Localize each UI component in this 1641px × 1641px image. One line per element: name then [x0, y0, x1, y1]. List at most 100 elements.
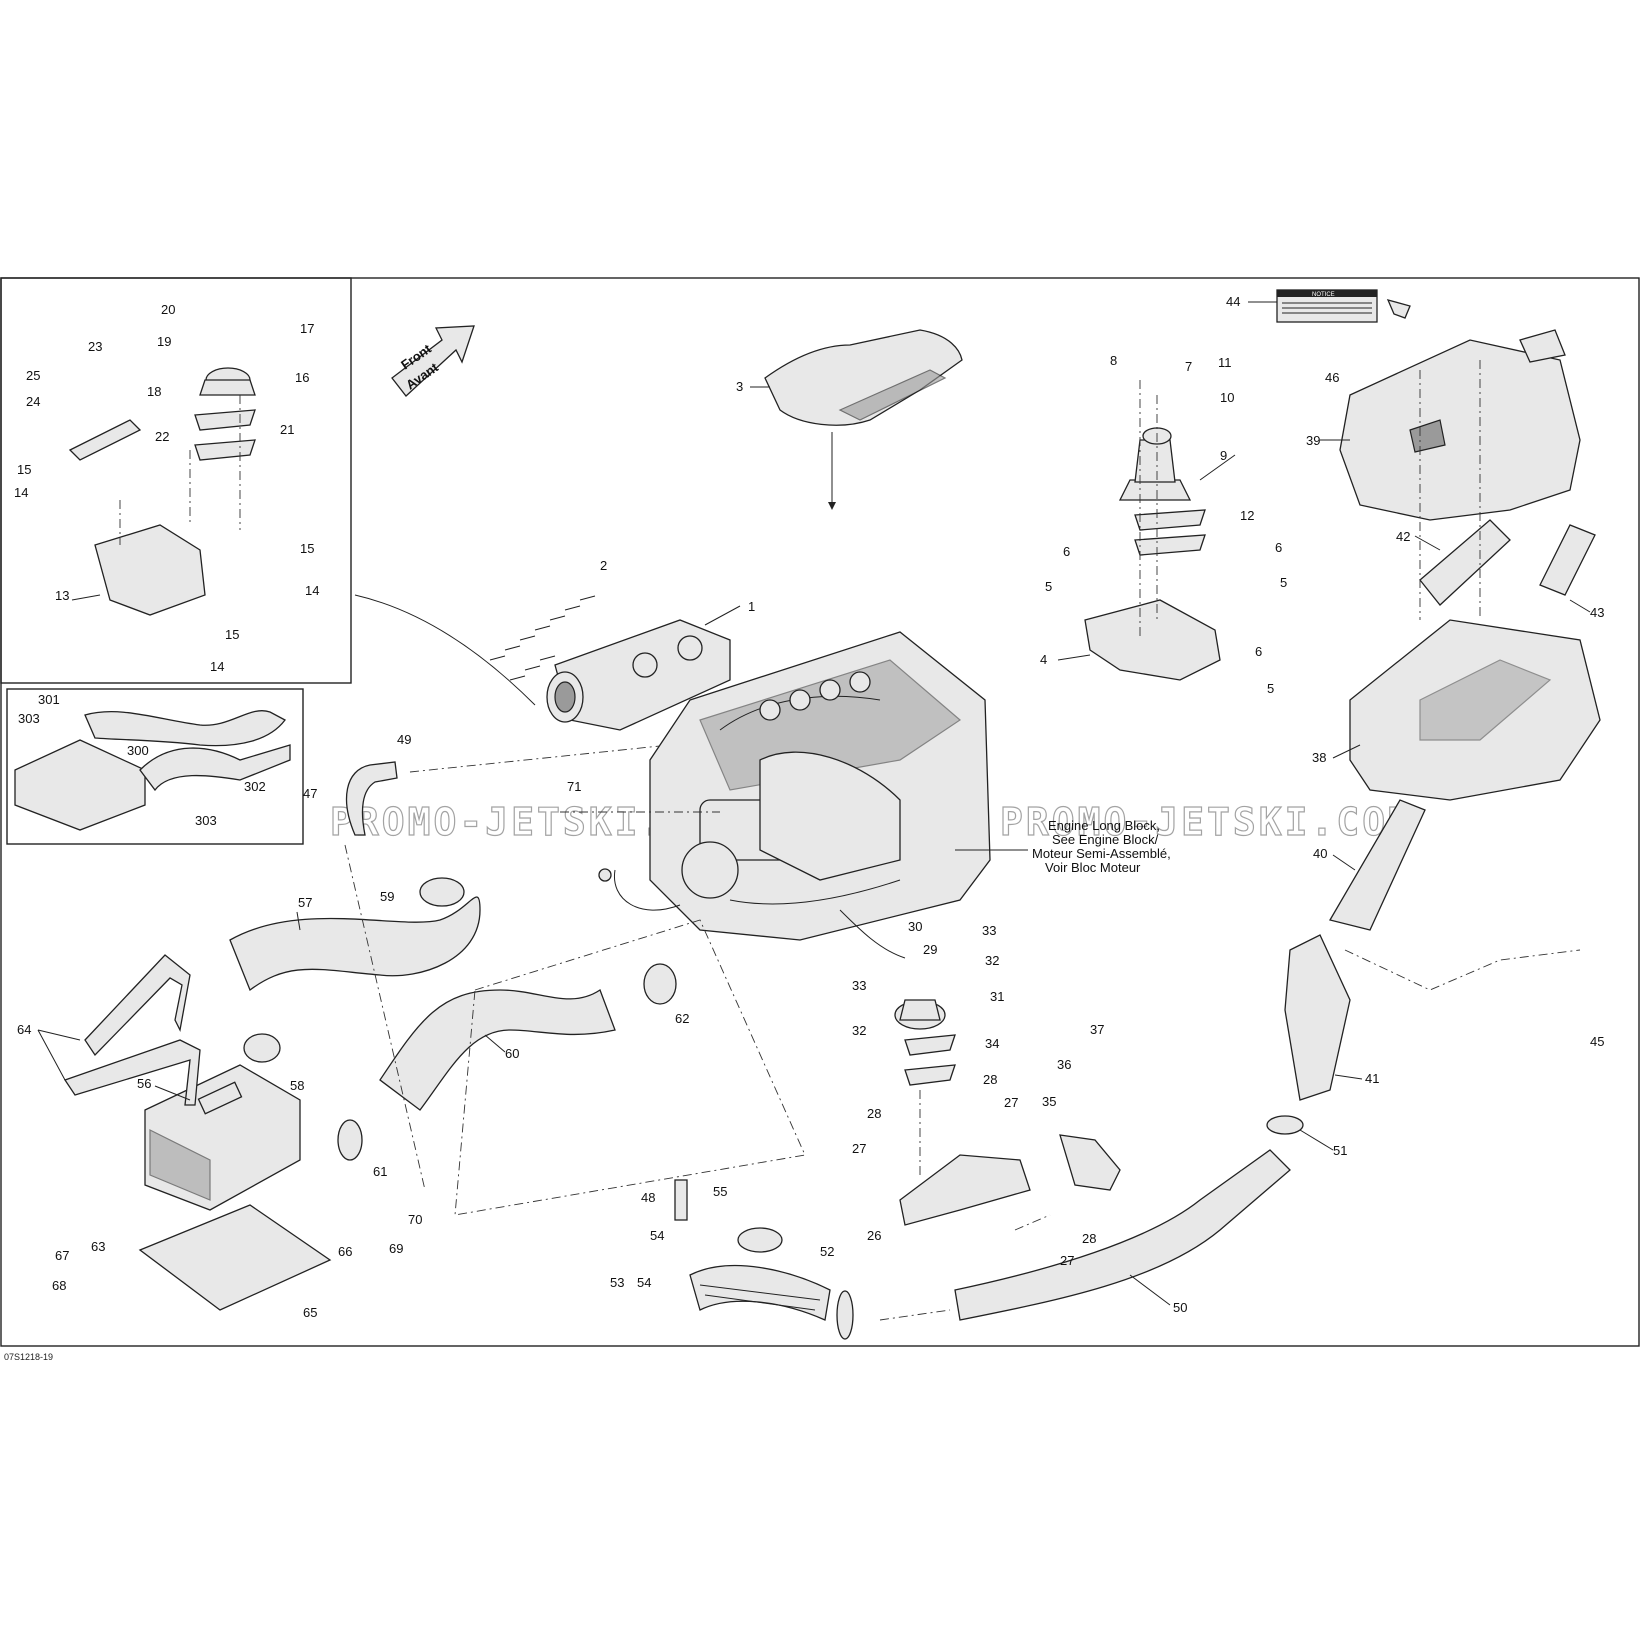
callout: 34: [985, 1036, 999, 1051]
callout: 66: [338, 1244, 352, 1259]
callout: 26: [867, 1228, 881, 1243]
inset-intercooler-kit: [14, 710, 291, 831]
callout: 41: [1365, 1071, 1379, 1086]
air-tube-42: [1419, 519, 1511, 606]
mount-plate-65: [138, 1204, 332, 1311]
hose-60: [379, 989, 616, 1111]
callout: 42: [1396, 529, 1410, 544]
engine-mount-center: [894, 999, 1121, 1226]
callout: 69: [389, 1241, 403, 1256]
callout: 62: [675, 1011, 689, 1026]
callout: 301: [38, 692, 60, 707]
diagram-id: 07S1218-19: [4, 1352, 53, 1362]
inset-frame-intercooler: [6, 688, 304, 845]
callout: 14: [14, 485, 28, 500]
bracket-64b: [63, 1039, 201, 1106]
throttle-body: [546, 619, 731, 731]
callout: 71: [567, 779, 581, 794]
callout: 47: [303, 786, 317, 801]
callout: 58: [290, 1078, 304, 1093]
callout: 31: [990, 989, 1004, 1004]
callout: 8: [1110, 353, 1117, 368]
callout: 46: [1325, 370, 1339, 385]
callout: 43: [1590, 605, 1604, 620]
callout: 39: [1306, 433, 1320, 448]
airbox-cover: [1339, 329, 1581, 521]
callout: 13: [55, 588, 69, 603]
callout: 38: [1312, 750, 1326, 765]
front-direction-arrow: Front Avant: [391, 325, 475, 397]
fitting-48: [674, 1179, 688, 1221]
callout: 67: [55, 1248, 69, 1263]
callout: 5: [1280, 575, 1287, 590]
air-intake-hose-41: [1284, 934, 1351, 1101]
callout: 19: [157, 334, 171, 349]
callout: 303: [195, 813, 217, 828]
clamp-61: [337, 1119, 363, 1161]
engine-mount-right: [1084, 427, 1221, 681]
clamp-51: [1266, 1115, 1304, 1135]
callout: 28: [983, 1072, 997, 1087]
callout: 33: [852, 978, 866, 993]
callout: 27: [852, 1141, 866, 1156]
callout: 6: [1275, 540, 1282, 555]
air-tube-43: [1539, 524, 1596, 596]
air-intake-duct-50: [954, 1149, 1291, 1321]
inset-frame-engine-mount: [0, 277, 352, 684]
engine-note-line2: See Engine Block/: [1052, 832, 1159, 847]
engine-cover: [764, 329, 963, 426]
callout: 32: [852, 1023, 866, 1038]
callout: 27: [1060, 1253, 1074, 1268]
intercooler: [144, 1064, 301, 1211]
callout: 25: [26, 368, 40, 383]
callout-leaders: [37, 301, 1591, 1306]
callout: 11: [1218, 355, 1232, 370]
callout: 17: [300, 321, 314, 336]
callout: 55: [713, 1184, 727, 1199]
callout: 15: [300, 541, 314, 556]
callout: 9: [1220, 448, 1227, 463]
callout: 32: [985, 953, 999, 968]
callout: 6: [1063, 544, 1070, 559]
hose-57: [229, 896, 481, 992]
callout: 29: [923, 942, 937, 957]
callout: 16: [295, 370, 309, 385]
callout: 37: [1090, 1022, 1104, 1037]
callout: 61: [373, 1164, 387, 1179]
callout: 28: [1082, 1231, 1096, 1246]
callout: 302: [244, 779, 266, 794]
warning-label-title: NOTICE: [1312, 292, 1335, 298]
callout: 63: [91, 1239, 105, 1254]
engine-note: Engine Long Block, See Engine Block/ Mot…: [955, 818, 1171, 875]
callout: 44: [1226, 294, 1240, 309]
callout: 5: [1045, 579, 1052, 594]
callout: 2: [600, 558, 607, 573]
callout: 7: [1185, 359, 1192, 374]
air-intake-pipe-40: [1329, 799, 1426, 931]
diagram-frame: [0, 277, 1640, 1347]
callout: 45: [1590, 1034, 1604, 1049]
callout: 24: [26, 394, 40, 409]
callout: 15: [225, 627, 239, 642]
callout: 60: [505, 1046, 519, 1061]
callout: 12: [1240, 508, 1254, 523]
callout: 14: [305, 583, 319, 598]
clamp-52: [836, 1290, 854, 1340]
callout: 4: [1040, 652, 1047, 667]
callout: 35: [1042, 1094, 1056, 1109]
callout: 65: [303, 1305, 317, 1320]
callout: 6: [1255, 644, 1262, 659]
callout: 303: [18, 711, 40, 726]
engine-note-line1: Engine Long Block,: [1048, 818, 1160, 833]
callout: 30: [908, 919, 922, 934]
callout: 27: [1004, 1095, 1018, 1110]
callout: 22: [155, 429, 169, 444]
bracket-64: [84, 954, 191, 1057]
bolt-set-2: [489, 595, 596, 681]
callout: 54: [637, 1275, 651, 1290]
callout: 3: [736, 379, 743, 394]
callout: 36: [1057, 1057, 1071, 1072]
airbox-base: [1349, 619, 1601, 801]
callout: 48: [641, 1190, 655, 1205]
